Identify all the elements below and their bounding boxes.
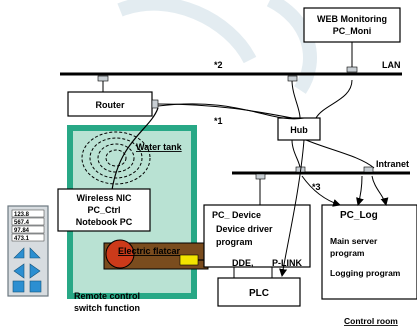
remote-arrow-up-right-icon[interactable] (29, 247, 41, 259)
hub-label: Hub (290, 125, 308, 135)
hub-intranet-cable-b (305, 139, 375, 169)
notebook-box[interactable] (57, 188, 151, 232)
hub-log-arrow (301, 175, 341, 207)
lan-hub-cable (291, 79, 301, 119)
intranet-label: Intranet (376, 159, 409, 169)
pc-device-box[interactable] (203, 204, 311, 268)
hub-box[interactable] (277, 117, 321, 141)
remote-line1: Remote control (74, 291, 140, 301)
intranet-port-log (363, 166, 374, 173)
router-hub-cable-b (157, 103, 305, 120)
notebook-line1: Wireless NIC (77, 193, 132, 203)
plink-label: P-LINK (272, 258, 302, 268)
remote-value-3: 97.84 (14, 228, 30, 234)
pc-log-box[interactable] (321, 204, 417, 300)
intranet-log-arrow-b (371, 175, 389, 206)
router-port (97, 75, 109, 82)
remote-arrow-right-icon[interactable] (29, 263, 41, 279)
dde-label: DDE, (232, 258, 254, 268)
pc-device-line2: program (216, 237, 253, 247)
remote-display: 123.8 567.4 97.84 473.1 (11, 209, 45, 242)
hub-intranet-cable (291, 139, 301, 169)
remote-value-2: 567.4 (14, 220, 30, 226)
plc-label: PLC (249, 288, 269, 299)
web-monitoring-line1: WEB Monitoring (317, 14, 387, 24)
web-monitoring-port (346, 66, 358, 73)
router-label: Router (96, 100, 125, 110)
notebook-line3: Notebook PC (76, 217, 133, 227)
flatcar-label: Electric flatcar (118, 246, 181, 256)
control-room-label: Control room (344, 316, 398, 326)
wireless-uplink (111, 107, 159, 191)
intranet-log-arrow (356, 175, 364, 206)
intranet-port-device (255, 173, 266, 180)
remote-arrow-up-left-icon[interactable] (13, 247, 25, 259)
remote-button-down-right-icon[interactable] (29, 280, 42, 293)
pc-device-title: PC_ Device (212, 210, 261, 220)
hub-plc-arrow (279, 139, 305, 277)
mark-2: *2 (214, 60, 223, 70)
mark-3: *3 (312, 182, 321, 192)
watermark (117, 0, 317, 94)
remote-button-down-left-icon[interactable] (12, 280, 25, 293)
remote-line2: switch function (74, 303, 140, 313)
notebook-line2: PC_Ctrl (87, 205, 120, 215)
web-monitoring-line2: PC_Moni (333, 26, 372, 36)
remote-arrows[interactable] (12, 247, 42, 293)
pc-log-line2: program (330, 248, 365, 258)
pc-log-title: PC_Log (340, 210, 378, 221)
lan-label: LAN (382, 60, 401, 70)
moni-hub-cable (315, 79, 353, 119)
pc-log-line3: Logging program (330, 268, 401, 278)
plc-box[interactable] (217, 277, 301, 307)
pc-log-line1: Main server (330, 236, 378, 246)
router-box[interactable] (67, 91, 153, 117)
remote-arrow-left-icon[interactable] (13, 263, 25, 279)
remote-value-1: 123.8 (14, 212, 30, 218)
flatcar-sensor (179, 254, 199, 266)
pc-device-line1: Device driver (216, 224, 273, 234)
mark-1: *1 (214, 116, 223, 126)
flatcar-wheel (105, 239, 135, 269)
router-side-port (151, 99, 159, 109)
remote-value-4: 473.1 (14, 236, 30, 242)
lan-hub-port (287, 75, 298, 82)
water-tank-label: Water tank (136, 142, 183, 152)
